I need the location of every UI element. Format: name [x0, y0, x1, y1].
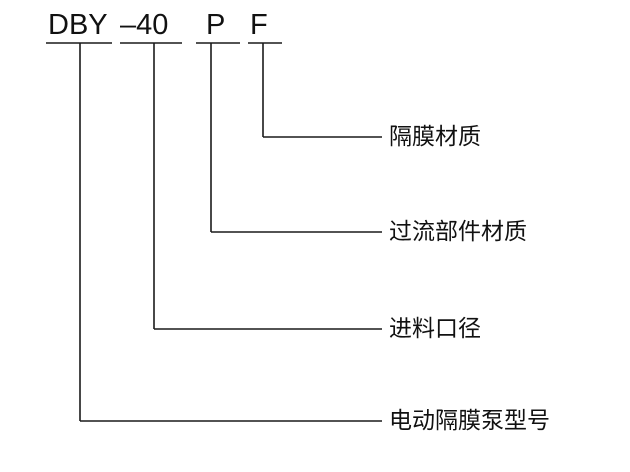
label-wetted-parts-material: 过流部件材质 — [389, 219, 527, 245]
label-inlet-diameter: 进料口径 — [389, 316, 481, 342]
code-wetted: P — [206, 9, 226, 41]
code-series: DBY — [48, 9, 108, 41]
label-pump-model: 电动隔膜泵型号 — [389, 408, 550, 434]
label-diaphragm-material: 隔膜材质 — [389, 124, 481, 150]
code-diaphragm: F — [250, 9, 268, 41]
code-size: –40 — [120, 9, 169, 41]
